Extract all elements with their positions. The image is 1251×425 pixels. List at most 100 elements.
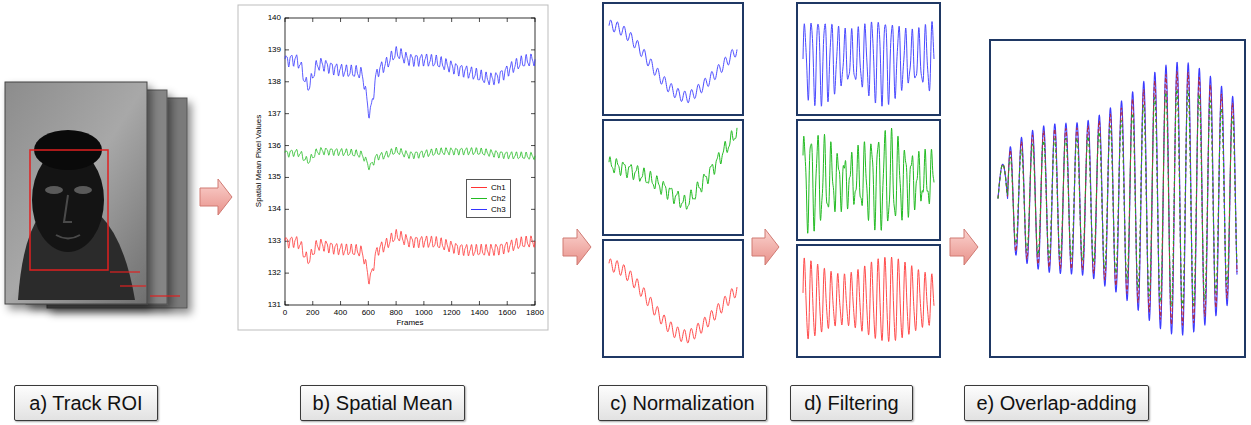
step-label: d) Filtering bbox=[804, 392, 898, 415]
step-label-box: b) Spatial Mean bbox=[300, 385, 465, 421]
tick-mark bbox=[531, 81, 535, 82]
tick-mark bbox=[531, 273, 535, 274]
legend-sample bbox=[471, 187, 487, 188]
tick-mark bbox=[340, 18, 341, 22]
tracker-mark bbox=[110, 271, 140, 272]
tick-mark bbox=[285, 145, 289, 146]
signal-line bbox=[609, 259, 737, 343]
step-label: b) Spatial Mean bbox=[312, 392, 452, 415]
tick-mark bbox=[507, 18, 508, 22]
tick-label: 1400 bbox=[459, 308, 499, 317]
tick-mark bbox=[531, 49, 535, 50]
legend-sample bbox=[471, 209, 487, 210]
signal-panel bbox=[797, 3, 940, 115]
tick-mark bbox=[451, 18, 452, 22]
step-label: a) Track ROI bbox=[29, 392, 142, 415]
tick-mark bbox=[312, 301, 313, 305]
legend-row: Ch2 bbox=[471, 193, 506, 204]
step-label: c) Normalization bbox=[610, 392, 754, 415]
plot-area bbox=[285, 18, 535, 305]
step-arrow bbox=[200, 179, 232, 215]
tick-label: 135 bbox=[248, 172, 281, 181]
step-arrow bbox=[563, 229, 591, 265]
signal-panel bbox=[797, 245, 940, 357]
step-arrow bbox=[950, 229, 978, 265]
legend-row: Ch3 bbox=[471, 204, 506, 215]
signal-line bbox=[285, 47, 535, 119]
signal-line bbox=[803, 128, 934, 233]
tick-label: 134 bbox=[248, 204, 281, 213]
signal-line bbox=[285, 229, 535, 284]
tracker-mark bbox=[150, 295, 180, 296]
tick-label: 0 bbox=[265, 308, 305, 317]
chart-lines bbox=[285, 18, 535, 305]
step-arrow bbox=[752, 229, 779, 265]
tick-label: 132 bbox=[248, 268, 281, 277]
legend-sample bbox=[471, 198, 487, 199]
tick-mark bbox=[285, 81, 289, 82]
mouth bbox=[56, 235, 80, 239]
tick-mark bbox=[479, 18, 480, 22]
tick-label: 140 bbox=[248, 13, 281, 22]
tick-label: 1200 bbox=[432, 308, 472, 317]
signal-panel bbox=[603, 120, 743, 235]
tick-label: 131 bbox=[248, 300, 281, 309]
tick-mark bbox=[285, 18, 289, 19]
tick-label: 1800 bbox=[515, 308, 555, 317]
tick-mark bbox=[285, 209, 289, 210]
tick-label: 1000 bbox=[404, 308, 444, 317]
tick-mark bbox=[396, 301, 397, 305]
tick-mark bbox=[535, 301, 536, 305]
tick-label: 400 bbox=[321, 308, 361, 317]
tick-mark bbox=[531, 145, 535, 146]
tick-label: 200 bbox=[293, 308, 333, 317]
eye bbox=[45, 186, 63, 194]
signal-line bbox=[998, 62, 1237, 335]
tick-mark bbox=[368, 18, 369, 22]
signal-line bbox=[803, 257, 934, 341]
tick-mark bbox=[451, 301, 452, 305]
tick-mark bbox=[312, 18, 313, 22]
tick-label: 136 bbox=[248, 141, 281, 150]
signal-line bbox=[285, 147, 535, 170]
legend-label: Ch1 bbox=[491, 183, 506, 192]
signal-panel bbox=[797, 120, 940, 240]
tick-label: 137 bbox=[248, 109, 281, 118]
signal-line bbox=[998, 89, 1237, 308]
tick-mark bbox=[285, 241, 289, 242]
axis-title: Spatial Mean Pixel Values bbox=[254, 115, 263, 207]
roi-box bbox=[30, 150, 108, 270]
tick-label: 600 bbox=[348, 308, 388, 317]
tick-label: 800 bbox=[376, 308, 416, 317]
tick-mark bbox=[531, 177, 535, 178]
tick-mark bbox=[507, 301, 508, 305]
axis-title: Frames bbox=[380, 318, 440, 327]
tick-label: 139 bbox=[248, 45, 281, 54]
chart-panel bbox=[238, 5, 548, 330]
step-label-box: a) Track ROI bbox=[14, 385, 158, 421]
step-label-box: d) Filtering bbox=[790, 385, 913, 421]
tick-mark bbox=[285, 305, 289, 306]
signal-line bbox=[998, 72, 1237, 326]
tick-mark bbox=[531, 18, 535, 19]
signal-panel bbox=[990, 40, 1245, 357]
tick-mark bbox=[285, 177, 289, 178]
signal-line bbox=[803, 22, 934, 107]
tick-mark bbox=[285, 113, 289, 114]
tick-mark bbox=[531, 209, 535, 210]
nose bbox=[64, 195, 72, 222]
tick-mark bbox=[396, 18, 397, 22]
legend-label: Ch3 bbox=[491, 205, 506, 214]
tick-mark bbox=[531, 305, 535, 306]
tick-label: 138 bbox=[248, 77, 281, 86]
step-label-box: e) Overlap-adding bbox=[964, 385, 1149, 421]
tick-mark bbox=[531, 241, 535, 242]
tick-mark bbox=[479, 301, 480, 305]
legend-row: Ch1 bbox=[471, 182, 506, 193]
tick-mark bbox=[285, 301, 286, 305]
tracker-mark bbox=[120, 285, 146, 286]
tick-mark bbox=[285, 273, 289, 274]
legend-box: Ch1Ch2Ch3 bbox=[466, 179, 511, 218]
tick-mark bbox=[340, 301, 341, 305]
